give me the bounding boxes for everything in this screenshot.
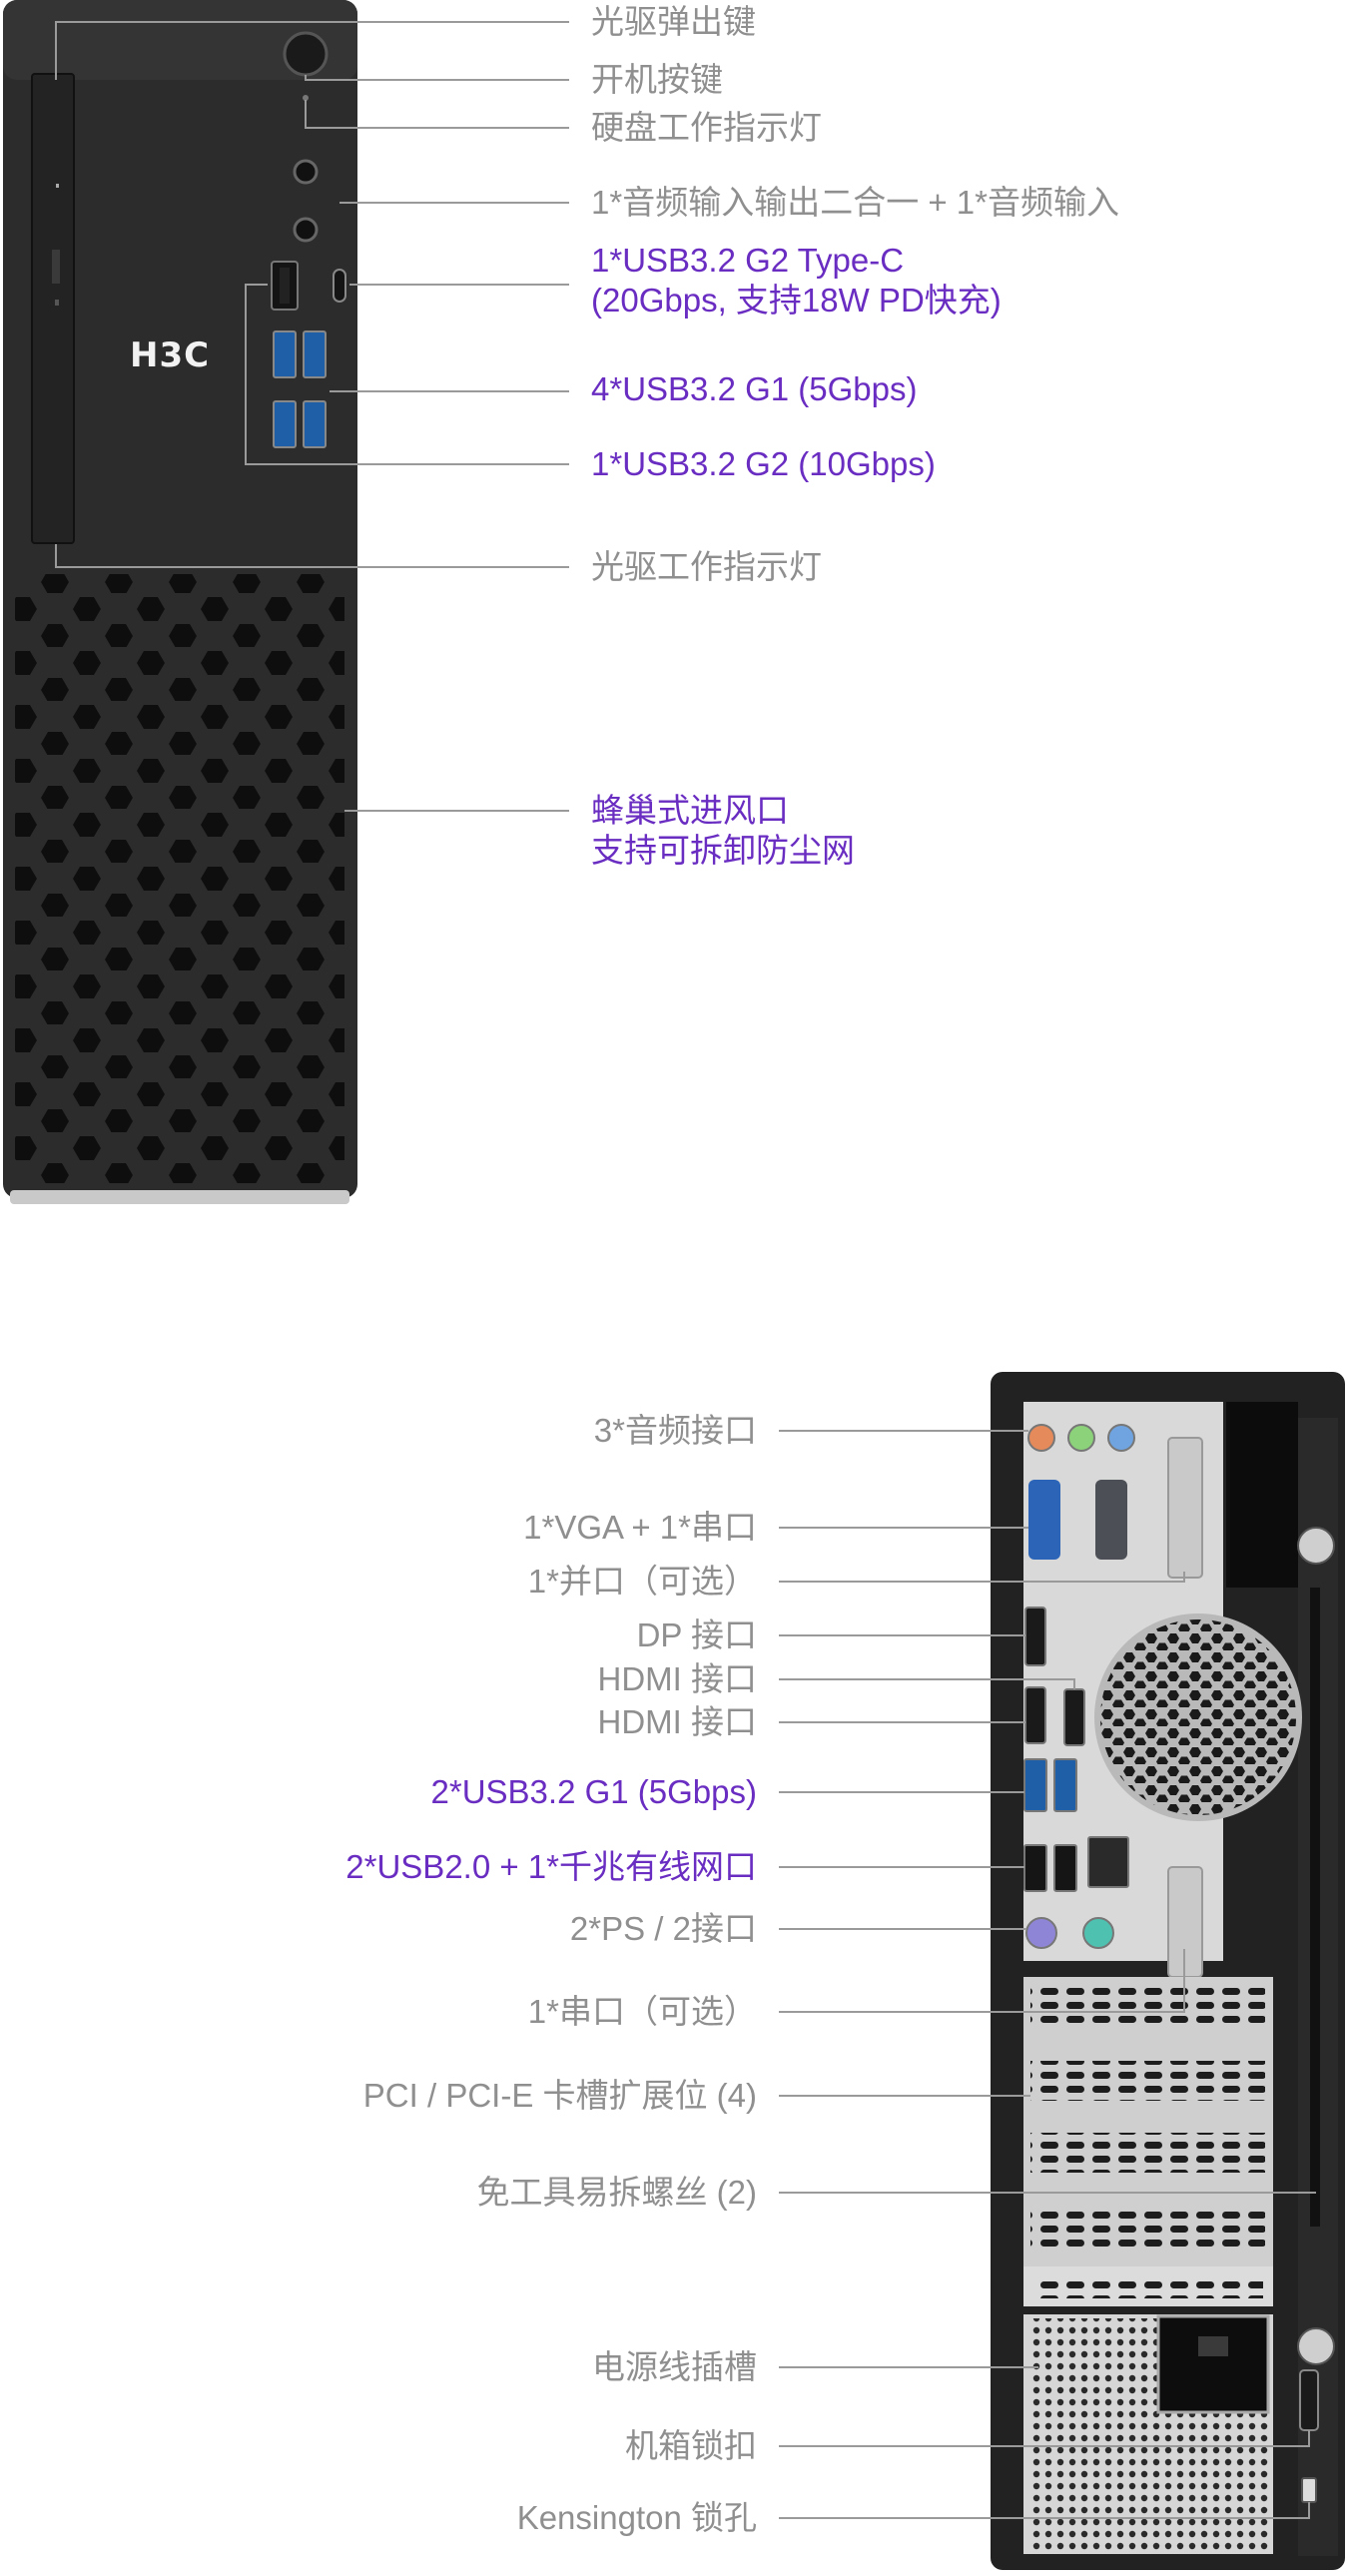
label-audio-ports: 1*音频输入输出二合一 + 1*音频输入: [591, 184, 1119, 221]
label-usb-g2: 1*USB3.2 G2 (10Gbps): [591, 445, 936, 482]
label-hdmi-port-1: HDMI 接口: [597, 1660, 758, 1697]
label-dp-port: DP 接口: [636, 1616, 757, 1653]
label-usb-typec: 1*USB3.2 G2 Type-C (20Gbps, 支持18W PD快充): [591, 241, 1002, 321]
label-serial-optional: 1*串口（可选）: [527, 1993, 757, 2030]
label-toolless-screws: 免工具易拆螺丝 (2): [476, 2174, 758, 2211]
label-chassis-lock: 机箱锁扣: [625, 2427, 757, 2464]
label-ps2-ports: 2*PS / 2接口: [569, 1910, 757, 1947]
label-usb20-lan: 2*USB2.0 + 1*千兆有线网口: [345, 1848, 757, 1885]
label-pci-slots: PCI / PCI-E 卡槽扩展位 (4): [362, 2077, 757, 2114]
label-kensington-lock: Kensington 锁孔: [516, 2499, 757, 2536]
label-usb-typec-line1: 1*USB3.2 G2 Type-C: [591, 242, 905, 279]
label-usb-g1: 4*USB3.2 G1 (5Gbps): [591, 370, 918, 407]
front-case: [3, 0, 357, 1204]
label-eject-button: 光驱弹出键: [591, 3, 756, 40]
label-odd-indicator: 光驱工作指示灯: [591, 548, 822, 585]
brand-logo: H3C: [130, 335, 211, 375]
label-hdmi-port-2: HDMI 接口: [597, 1703, 758, 1740]
label-honeycomb-line1: 蜂巢式进风口: [591, 792, 789, 829]
back-case: [991, 1372, 1345, 2570]
label-audio-jacks: 3*音频接口: [593, 1412, 757, 1449]
label-parallel-port: 1*并口（可选）: [527, 1563, 757, 1600]
label-vga-serial: 1*VGA + 1*串口: [523, 1509, 757, 1546]
label-usb-typec-line2: (20Gbps, 支持18W PD快充): [591, 282, 1002, 319]
label-power-socket: 电源线插槽: [592, 2348, 757, 2385]
label-honeycomb-line2: 支持可拆卸防尘网: [591, 832, 855, 869]
label-power-button: 开机按键: [591, 61, 723, 98]
label-hdd-indicator: 硬盘工作指示灯: [591, 109, 822, 146]
label-honeycomb-intake: 蜂巢式进风口 支持可拆卸防尘网: [591, 791, 855, 871]
label-usb32-rear: 2*USB3.2 G1 (5Gbps): [430, 1773, 758, 1810]
back-leader-lines: [779, 1430, 1316, 2519]
front-leader-lines: [55, 21, 569, 812]
